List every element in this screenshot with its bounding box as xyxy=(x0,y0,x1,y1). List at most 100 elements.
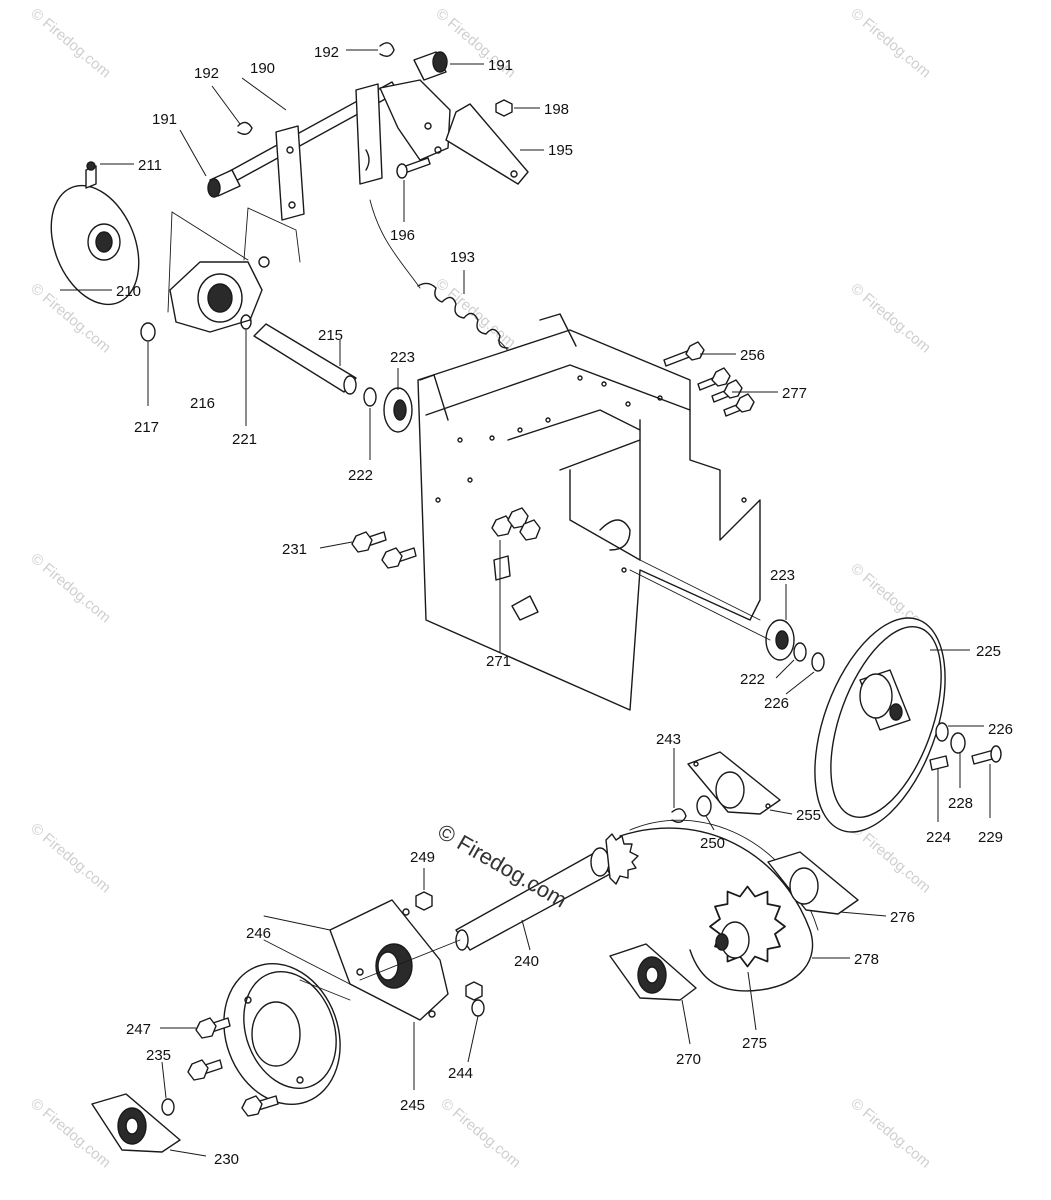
nut-198 xyxy=(495,99,513,117)
bearing-flange-276 xyxy=(767,851,859,915)
callout-leaders xyxy=(60,49,991,1157)
callout-228: 228 xyxy=(948,795,973,812)
callout-229: 229 xyxy=(978,829,1003,846)
callout-labels: 190 191 191 192 192 193 195 196 198 210 … xyxy=(116,44,1013,1168)
pulley-210 xyxy=(50,184,140,306)
callout-192-top: 192 xyxy=(314,44,339,61)
callout-240: 240 xyxy=(514,953,539,970)
watermark: © Firedog.com xyxy=(27,820,113,896)
small-sprocket xyxy=(605,833,639,885)
washer-222-top xyxy=(363,387,377,407)
copyright-notice: © Firedog.com xyxy=(434,819,572,913)
callout-255: 255 xyxy=(796,807,821,824)
bearing-223-right xyxy=(765,619,795,661)
bolts-256-277 xyxy=(663,341,755,417)
callout-211: 211 xyxy=(138,157,162,174)
bearing-flange-255 xyxy=(687,751,781,815)
bolt-229 xyxy=(971,745,1002,765)
bolt-247 xyxy=(195,1017,231,1039)
bolt-231-left xyxy=(351,531,387,553)
watermark: © Firedog.com xyxy=(847,5,933,81)
washer-217 xyxy=(140,322,156,342)
key-224 xyxy=(929,755,949,771)
callout-271: 271 xyxy=(486,653,511,670)
arm-bracket-left xyxy=(275,125,305,221)
washer-235 xyxy=(161,1098,175,1116)
bearing-223-top xyxy=(383,387,413,433)
callout-190: 190 xyxy=(250,60,275,77)
bearing-flange-230 xyxy=(91,1093,181,1153)
callout-226-left: 226 xyxy=(764,695,789,712)
bolt-231-lower xyxy=(381,547,417,569)
callout-277: 277 xyxy=(782,385,807,402)
shaft-215 xyxy=(253,323,357,395)
pulley-246 xyxy=(223,962,341,1106)
callout-195: 195 xyxy=(548,142,573,159)
callout-235: 235 xyxy=(146,1047,171,1064)
callout-270: 270 xyxy=(676,1051,701,1068)
bolt-lower xyxy=(241,1095,279,1117)
callout-244: 244 xyxy=(448,1065,473,1082)
callout-191-right: 191 xyxy=(488,57,513,74)
callout-210: 210 xyxy=(116,283,141,300)
washer-226-right xyxy=(811,652,825,672)
callout-226-right: 226 xyxy=(988,721,1013,738)
bolt-235-mid xyxy=(187,1059,223,1081)
callout-231: 231 xyxy=(282,541,307,558)
callout-224: 224 xyxy=(926,829,951,846)
callout-192-left: 192 xyxy=(194,65,219,82)
callout-196: 196 xyxy=(390,227,415,244)
callout-243: 243 xyxy=(656,731,681,748)
callout-222-right: 222 xyxy=(740,671,765,688)
callout-223-top: 223 xyxy=(390,349,415,366)
callout-245: 245 xyxy=(400,1097,425,1114)
callout-216: 216 xyxy=(190,395,215,412)
callout-215: 215 xyxy=(318,327,343,344)
watermark: © Firedog.com xyxy=(432,275,518,351)
watermark: © Firedog.com xyxy=(437,1095,523,1171)
callout-247: 247 xyxy=(126,1021,151,1038)
callout-198: 198 xyxy=(544,101,569,118)
arm-bracket-right xyxy=(355,83,383,185)
shift-arm-plate xyxy=(379,79,451,161)
shift-lever-195 xyxy=(445,103,529,185)
e-clip-192-left xyxy=(237,121,253,135)
washer-222-right xyxy=(793,642,807,662)
frame-housing xyxy=(417,313,761,711)
bushing-191-right xyxy=(413,51,448,81)
bushing-191-left xyxy=(207,169,241,198)
callout-221: 221 xyxy=(232,431,257,448)
grease-fitting-211 xyxy=(85,161,97,189)
nut-244 xyxy=(465,981,485,1017)
callout-256: 256 xyxy=(740,347,765,364)
watermark: © Firedog.com xyxy=(847,280,933,356)
flange-245 xyxy=(329,899,449,1021)
bearing-flange-270 xyxy=(609,943,697,1001)
watermark: © Firedog.com xyxy=(27,5,113,81)
callout-223-right: 223 xyxy=(770,567,795,584)
callout-225: 225 xyxy=(976,643,1001,660)
callout-246: 246 xyxy=(246,925,271,942)
nut-249 xyxy=(415,891,433,911)
e-clip-192-top xyxy=(379,42,395,57)
callout-250: 250 xyxy=(700,835,725,852)
callout-193: 193 xyxy=(450,249,475,266)
callout-276: 276 xyxy=(890,909,915,926)
watermark: © Firedog.com xyxy=(27,550,113,626)
bolts-271 xyxy=(491,507,541,541)
bolt-196 xyxy=(396,157,431,179)
pulley-225 xyxy=(814,617,946,833)
washer-226-pulley xyxy=(935,722,949,742)
washer-250 xyxy=(696,795,712,817)
callout-191-left: 191 xyxy=(152,111,177,128)
watermark: © Firedog.com xyxy=(847,1095,933,1171)
callout-222-top: 222 xyxy=(348,467,373,484)
callout-217: 217 xyxy=(134,419,159,436)
sprocket-275 xyxy=(709,885,786,968)
callout-275: 275 xyxy=(742,1035,767,1052)
ring-221 xyxy=(240,314,252,330)
callout-230: 230 xyxy=(214,1151,239,1168)
washer-228 xyxy=(950,732,966,754)
callout-278: 278 xyxy=(854,951,879,968)
